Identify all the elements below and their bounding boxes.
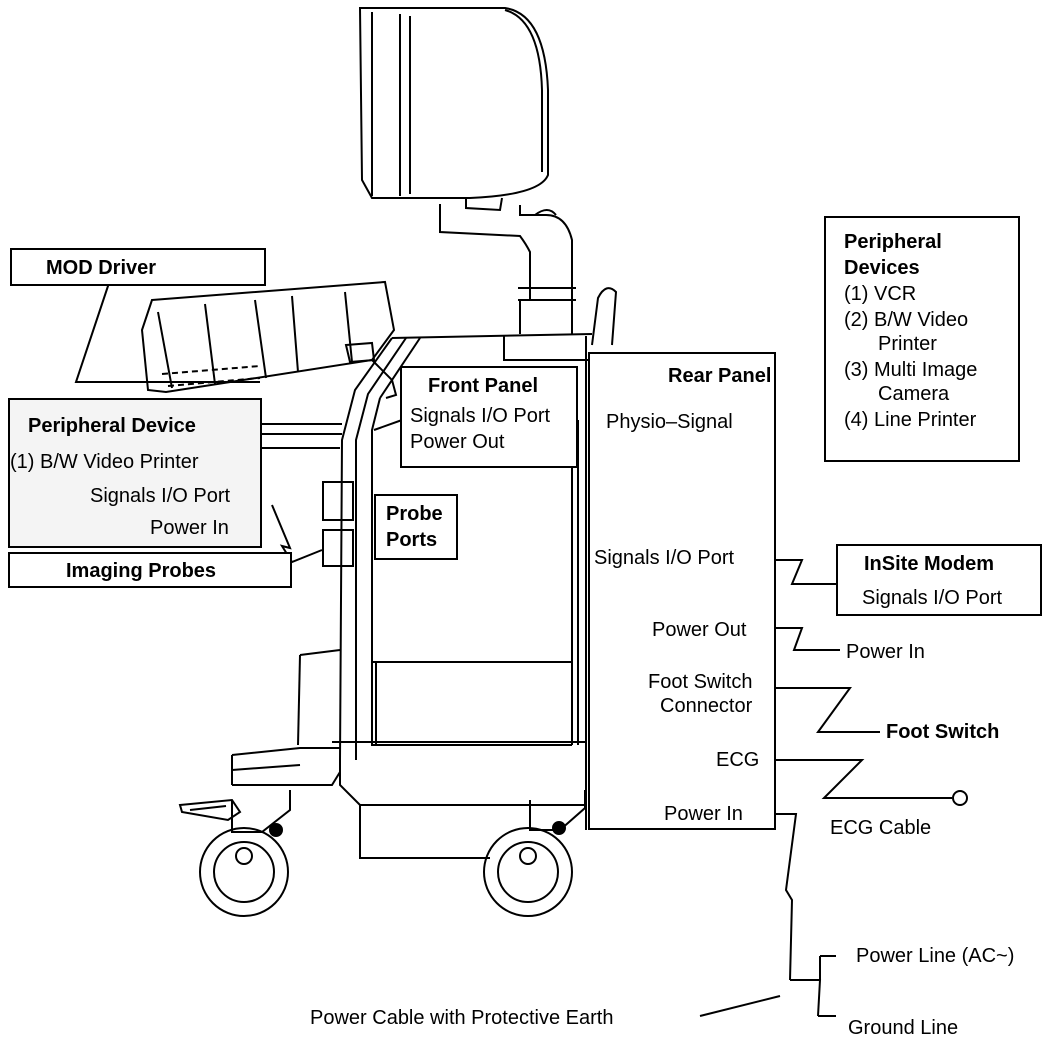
insite-modem-title: InSite Modem xyxy=(864,553,995,575)
rear-ecg-label: ECG xyxy=(716,749,760,771)
probe-ports-line2: Ports xyxy=(386,529,438,551)
devices-item-3b: Camera xyxy=(878,383,950,405)
peripheral-device-box: Peripheral Device (1) B/W Video Printer … xyxy=(8,398,262,548)
imaging-probes-box: Imaging Probes xyxy=(8,552,292,588)
rear-panel-title: Rear Panel xyxy=(668,365,772,387)
probe-ports-line1: Probe xyxy=(386,503,443,525)
devices-title2: Devices xyxy=(844,257,920,279)
power-cable-label: Power Cable with Protective Earth xyxy=(310,1007,614,1029)
devices-title1: Peripheral xyxy=(844,231,942,253)
front-panel-title: Front Panel xyxy=(428,375,539,397)
rear-power-in-label: Power In xyxy=(664,803,743,825)
front-panel-box: Front Panel Signals I/O Port Power Out xyxy=(400,366,578,468)
rear-panel-box: Rear Panel Physio–Signal Signals I/O Por… xyxy=(588,352,776,830)
peripheral-devices-box: Peripheral Devices (1) VCR (2) B/W Video… xyxy=(824,216,1020,462)
cart-body-icon xyxy=(178,333,593,859)
devices-item-1: (1) VCR xyxy=(844,283,917,305)
devices-item-2b: Printer xyxy=(878,333,937,355)
peripheral-device-signals: Signals I/O Port xyxy=(90,485,231,507)
insite-modem-signals: Signals I/O Port xyxy=(862,587,1003,609)
peripheral-device-title: Peripheral Device xyxy=(28,415,196,437)
peripheral-device-power: Power In xyxy=(150,517,229,539)
rear-power-out-label: Power Out xyxy=(652,619,747,641)
mod-driver-box: MOD Driver xyxy=(10,248,266,286)
imaging-probes-label: Imaging Probes xyxy=(66,560,217,582)
foot-switch-label: Foot Switch xyxy=(886,721,1000,743)
rear-foot-line2: Connector xyxy=(660,695,753,717)
peripheral-device-item: (1) B/W Video Printer xyxy=(10,451,199,473)
power-line-label: Power Line (AC~) xyxy=(856,945,1015,967)
ground-line-label: Ground Line xyxy=(848,1017,959,1039)
rear-foot-line1: Foot Switch xyxy=(648,671,753,693)
mod-driver-console-icon xyxy=(140,280,398,399)
rear-wheel-icon xyxy=(483,790,586,917)
probe-ports-box: Probe Ports xyxy=(374,494,458,560)
devices-item-2a: (2) B/W Video xyxy=(844,309,969,331)
front-wheel-icon xyxy=(199,790,291,917)
mod-driver-label: MOD Driver xyxy=(46,257,157,279)
insite-modem-box: InSite Modem Signals I/O Port xyxy=(836,544,1042,616)
front-panel-power: Power Out xyxy=(410,431,505,453)
rear-physio-label: Physio–Signal xyxy=(606,411,733,433)
rear-handle-icon xyxy=(591,287,618,346)
rear-signals-label: Signals I/O Port xyxy=(594,547,735,569)
devices-item-4: (4) Line Printer xyxy=(844,409,977,431)
external-power-in-label: Power In xyxy=(846,641,925,663)
ecg-cable-label: ECG Cable xyxy=(830,817,932,839)
monitor-icon xyxy=(358,7,576,334)
devices-item-3a: (3) Multi Image xyxy=(844,359,978,381)
front-panel-signals: Signals I/O Port xyxy=(410,405,551,427)
leader-lines xyxy=(74,279,968,1017)
